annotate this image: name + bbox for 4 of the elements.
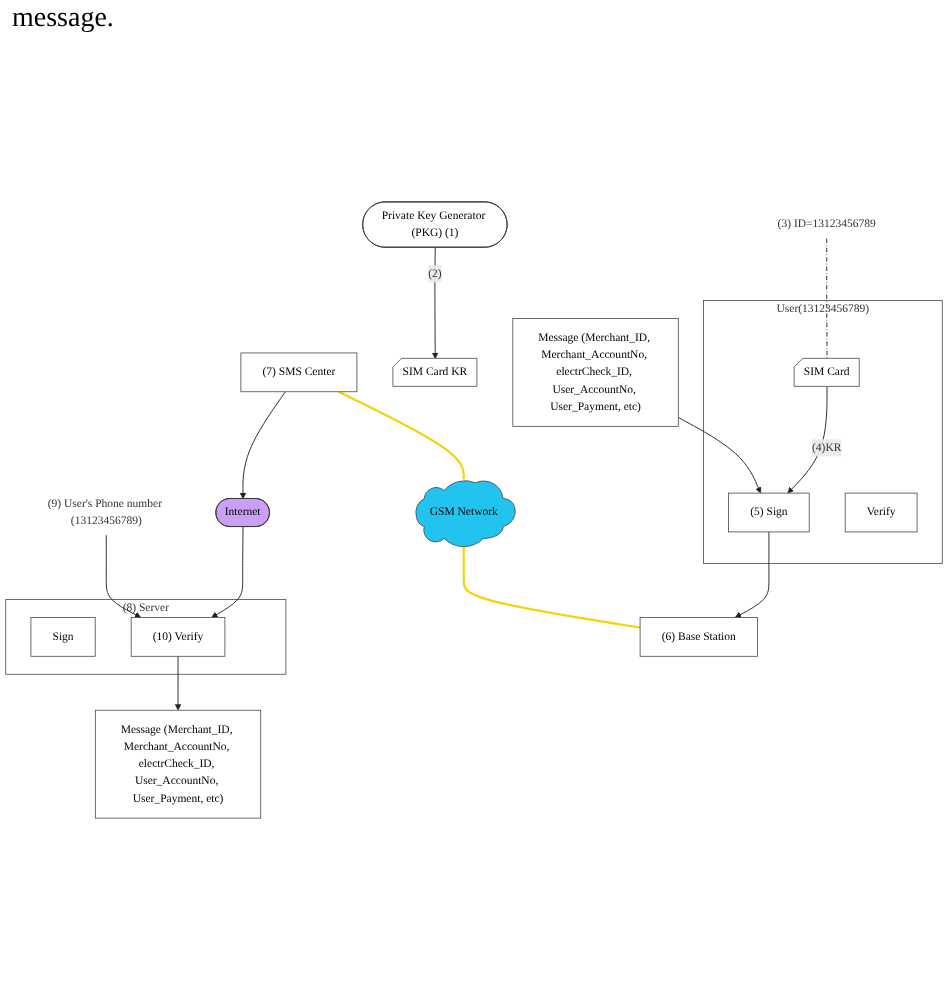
connector [826,238,828,360]
connector [462,545,641,629]
note-text: message. [12,4,114,34]
connector [338,390,465,480]
